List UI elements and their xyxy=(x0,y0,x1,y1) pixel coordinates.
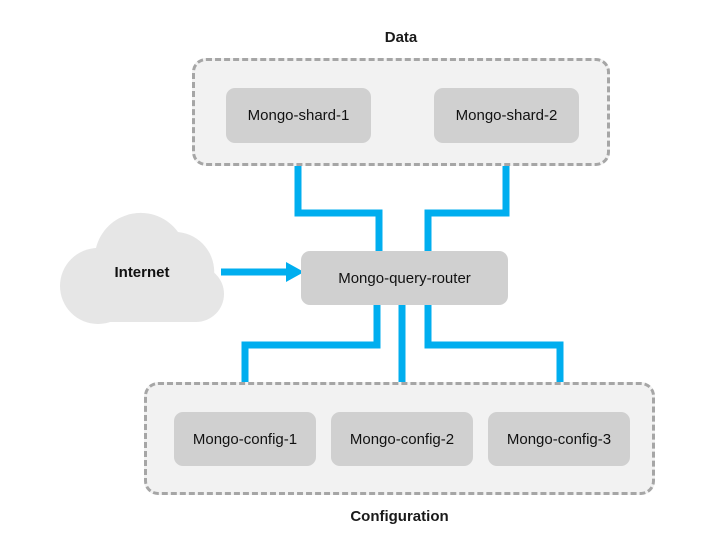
group-title-configuration: Configuration xyxy=(350,508,449,525)
node-mongo-query-router[interactable]: Mongo-query-router xyxy=(301,251,508,305)
node-internet-label: Internet xyxy=(114,264,170,281)
node-mongo-shard-1[interactable]: Mongo-shard-1 xyxy=(226,88,371,143)
edge-router-config1 xyxy=(241,303,381,414)
edge-router-config3 xyxy=(424,303,564,414)
node-mongo-shard-2[interactable]: Mongo-shard-2 xyxy=(434,88,579,143)
node-mongo-config-3[interactable]: Mongo-config-3 xyxy=(488,412,630,466)
node-mongo-config-1[interactable]: Mongo-config-1 xyxy=(174,412,316,466)
node-mongo-config-2[interactable]: Mongo-config-2 xyxy=(331,412,473,466)
edge-shard2-router xyxy=(424,140,510,253)
group-title-data: Data xyxy=(384,29,418,46)
internet-cloud-icon xyxy=(60,212,224,324)
edge-internet-router xyxy=(221,262,304,282)
edge-shard1-router xyxy=(294,140,383,253)
